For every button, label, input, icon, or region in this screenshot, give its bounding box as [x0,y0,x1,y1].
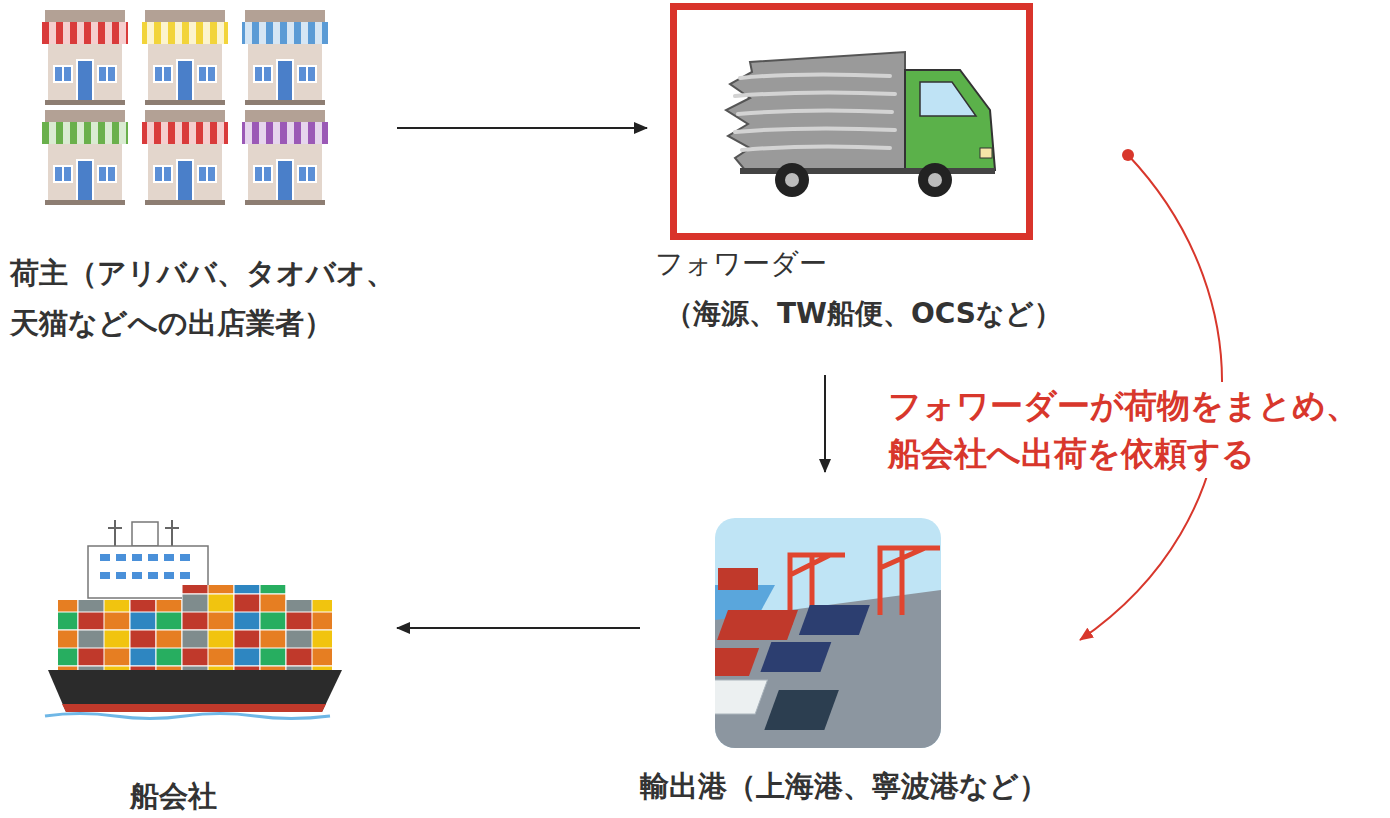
port-illustration [632,518,941,748]
node-label: （海源、TW船便、OCSなど） [665,294,1062,334]
node-label: フォワーダー [655,244,827,284]
node-label: 輸出港（上海港、寧波港など） [640,766,1048,806]
illustrated-node: フォワーダー （海源、TW船便、OCSなど） [647,0,1128,375]
ship-illustration [45,520,342,719]
node-label: 荷主（アリババ、タオバオ、 天猫などへの出店業者） [10,248,405,348]
edge-label: フォワーダーが荷物をまとめ、 船会社へ出荷を依頼する [888,382,1366,478]
illustrated-node: 船会社 [40,505,397,815]
illustrated-node: 荷主（アリババ、タオバオ、 天猫などへの出店業者） [10,0,397,345]
illustrated-node: 輸出港（上海港、寧波港など） [640,472,1080,817]
truck-illustration [674,7,1030,237]
flow-arrow [397,627,640,629]
node-label: 船会社 [130,776,217,816]
flow-arrow [397,127,647,129]
edge-start-dot [1122,149,1134,161]
shops-illustration [42,10,328,205]
flow-arrow [824,375,826,472]
